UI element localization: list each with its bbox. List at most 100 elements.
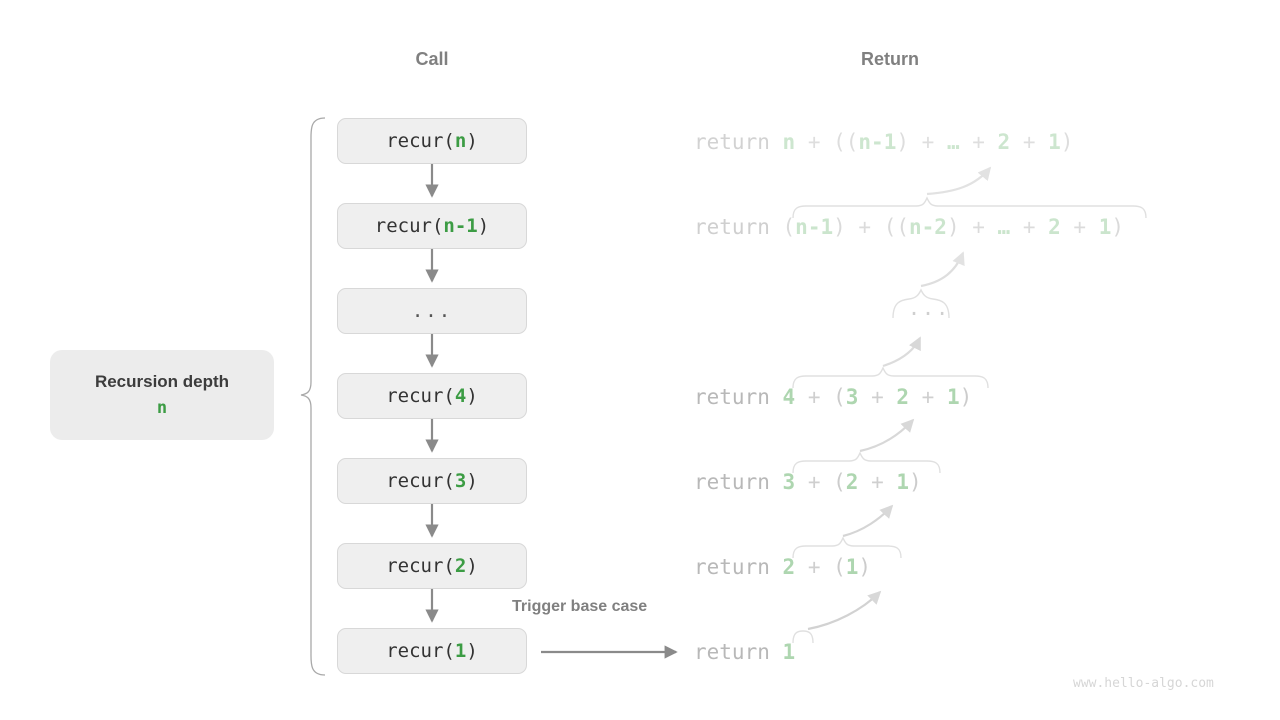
return-token: 2 — [896, 385, 910, 409]
return-token: + — [1060, 215, 1099, 239]
call-box-argument: 4 — [454, 385, 467, 407]
recursion-depth-value: n — [156, 398, 168, 418]
return-token: 2 — [782, 555, 796, 579]
return-token: + — [795, 385, 834, 409]
return-token: + — [858, 470, 897, 494]
return-token: + — [1010, 130, 1049, 154]
call-box-argument: 1 — [454, 640, 467, 662]
return-line-n: return n + ((n-1) + … + 2 + 1) — [694, 122, 1073, 162]
return-token: 2 — [845, 470, 859, 494]
return-token: ( — [833, 555, 846, 579]
call-box-prefix: recur( — [386, 385, 455, 407]
return-token: 3 — [782, 470, 796, 494]
return-token: n-1 — [795, 215, 834, 239]
return-token: ) — [833, 215, 846, 239]
call-box-suffix: ) — [466, 555, 478, 577]
call-box-prefix: recur( — [374, 215, 444, 237]
call-box-argument: n-1 — [443, 215, 478, 237]
return-token: + — [909, 130, 947, 154]
call-box-prefix: recur( — [386, 640, 455, 662]
call-box-argument: n — [454, 130, 467, 152]
call-box-prefix: recur( — [386, 470, 455, 492]
return-token: + — [1010, 215, 1049, 239]
return-keyword: return — [694, 385, 783, 409]
return-expression: (n-1) + ((n-2) + … + 2 + 1) — [783, 215, 1125, 239]
return-token: 1 — [1048, 130, 1061, 154]
return-expression: n + ((n-1) + … + 2 + 1) — [783, 130, 1074, 154]
return-expression: 1 — [783, 640, 796, 664]
return-token: ) — [909, 470, 922, 494]
return-line-1: return 1 — [694, 632, 795, 672]
return-token: … — [946, 130, 960, 154]
call-box-recur-2: recur(2) — [337, 543, 527, 589]
return-keyword: return — [694, 215, 783, 239]
return-token: + — [909, 385, 947, 409]
return-token: (( — [833, 130, 859, 154]
call-box-argument: 2 — [454, 555, 467, 577]
call-box-text: ... — [411, 300, 453, 322]
return-token: ( — [833, 470, 846, 494]
return-token: + — [858, 385, 897, 409]
return-line-2: return 2 + (1) — [694, 547, 871, 587]
call-box-suffix: ) — [466, 130, 478, 152]
watermark: www.hello-algo.com — [1073, 676, 1214, 691]
return-token: n — [782, 130, 796, 154]
return-ellipsis: ... — [908, 296, 951, 320]
return-token: + — [845, 215, 884, 239]
call-box-suffix: ) — [466, 385, 478, 407]
return-token: ) — [858, 555, 872, 579]
return-token: ) — [896, 130, 909, 154]
return-token: 1 — [845, 555, 859, 579]
return-token: 3 — [845, 385, 859, 409]
return-token: 4 — [782, 385, 796, 409]
return-keyword: return — [694, 640, 783, 664]
return-keyword: return — [694, 470, 783, 494]
return-token: n-2 — [909, 215, 947, 239]
call-box-argument: 3 — [454, 470, 467, 492]
return-token: ( — [782, 215, 796, 239]
return-token: + — [795, 555, 834, 579]
return-token: 1 — [896, 470, 910, 494]
trigger-base-case-label: Trigger base case — [512, 598, 648, 615]
return-token: 1 — [782, 640, 796, 664]
return-expression: 3 + (2 + 1) — [783, 470, 922, 494]
return-token: ( — [833, 385, 846, 409]
return-expression: 4 + (3 + 2 + 1) — [783, 385, 973, 409]
call-box-recur-1: recur(1) — [337, 628, 527, 674]
return-expression: 2 + (1) — [783, 555, 872, 579]
column-heading-call: Call — [415, 49, 449, 69]
call-box-prefix: recur( — [386, 555, 455, 577]
return-token: + — [795, 130, 834, 154]
call-box-prefix: recur( — [386, 130, 455, 152]
return-token: 2 — [1048, 215, 1061, 239]
return-token: ) — [1111, 215, 1125, 239]
return-line-n-1: return (n-1) + ((n-2) + … + 2 + 1) — [694, 207, 1124, 247]
return-token: ) — [1060, 130, 1074, 154]
return-token: + — [959, 215, 998, 239]
call-box-suffix: ) — [477, 215, 490, 237]
return-token: … — [997, 215, 1011, 239]
call-box-suffix: ) — [466, 470, 478, 492]
return-line-4: return 4 + (3 + 2 + 1) — [694, 377, 972, 417]
call-box-suffix: ) — [466, 640, 478, 662]
return-token: + — [795, 470, 834, 494]
call-box-recur-4: recur(4) — [337, 373, 527, 419]
return-token: 2 — [997, 130, 1011, 154]
column-heading-return: Return — [861, 49, 919, 69]
return-token: + — [959, 130, 998, 154]
return-token: ) — [946, 215, 960, 239]
return-token: (( — [883, 215, 909, 239]
return-keyword: return — [694, 130, 783, 154]
call-box-recur-n-1: recur(n-1) — [337, 203, 527, 249]
call-box-ellipsis: ... — [337, 288, 527, 334]
return-token: n-1 — [858, 130, 897, 154]
return-line-3: return 3 + (2 + 1) — [694, 462, 922, 502]
call-box-recur-3: recur(3) — [337, 458, 527, 504]
return-token: 1 — [1098, 215, 1112, 239]
recursion-depth-brace — [300, 117, 326, 676]
return-token: 1 — [946, 385, 960, 409]
recursion-depth-box: Recursion depth n — [50, 350, 274, 440]
recursion-depth-title: Recursion depth — [94, 372, 230, 391]
return-token: ) — [959, 385, 973, 409]
